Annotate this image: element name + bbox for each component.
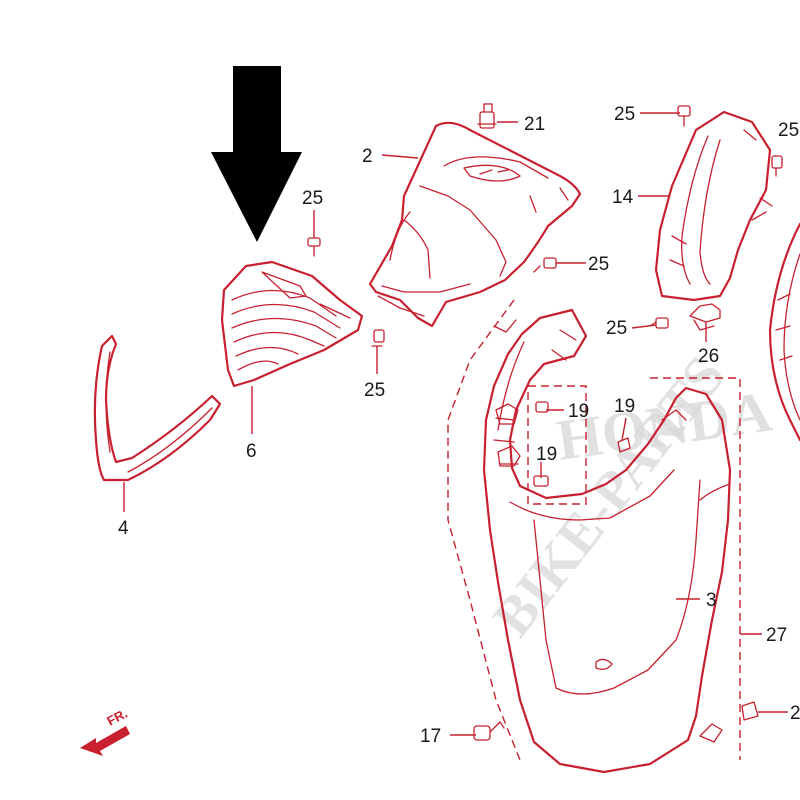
part-4-trim-strip — [93, 334, 222, 482]
bolt-17 — [473, 721, 505, 741]
part-6-front-grille — [220, 260, 364, 388]
front-marker-label: FR. — [104, 706, 130, 729]
bolt-25-far-right — [771, 155, 783, 177]
callout-19-b: 19 — [614, 396, 635, 417]
bolt-25-parts — [307, 105, 783, 347]
callout-labels: 21 2 25 25 14 25 25 25 26 25 6 4 19 19 1… — [118, 104, 800, 747]
callout-27: 27 — [766, 625, 787, 646]
leader-lines — [123, 112, 788, 761]
callout-2: 2 — [362, 146, 373, 167]
bolt-25-left — [307, 237, 321, 257]
callout-3: 3 — [706, 590, 717, 611]
part-26-bracket — [689, 303, 721, 331]
part-3-inner-cover — [482, 308, 732, 774]
bolt-25-top-cover — [533, 257, 557, 273]
callout-21: 21 — [524, 114, 545, 135]
callout-25-right-mid: 25 — [606, 318, 627, 339]
front-direction-marker: FR. — [80, 706, 130, 756]
part-2-top-cover — [368, 121, 582, 328]
callout-19-a: 19 — [568, 401, 589, 422]
bolt-25-top-right — [677, 105, 691, 127]
part-21-clip — [477, 103, 497, 129]
callout-25-top-right: 25 — [614, 104, 635, 125]
bolt-25-grille — [371, 329, 385, 347]
part-14-side-cover — [654, 110, 773, 302]
callout-25-small-bottom: 25 — [364, 380, 385, 401]
callout-14: 14 — [612, 187, 634, 208]
callout-26: 26 — [698, 346, 719, 367]
callout-25-left: 25 — [302, 188, 323, 209]
callout-2-cut: 2 — [790, 703, 800, 724]
callout-19-c: 19 — [536, 444, 557, 465]
callout-4: 4 — [118, 518, 129, 539]
callout-25-far-right: 25 — [778, 120, 799, 141]
callout-17: 17 — [420, 726, 441, 747]
bolt-25-right-mid — [649, 317, 669, 329]
callout-25-mid: 25 — [588, 254, 609, 275]
part-2-right-cut — [768, 222, 800, 442]
callout-6: 6 — [246, 441, 257, 462]
indicator-arrow — [211, 66, 302, 242]
